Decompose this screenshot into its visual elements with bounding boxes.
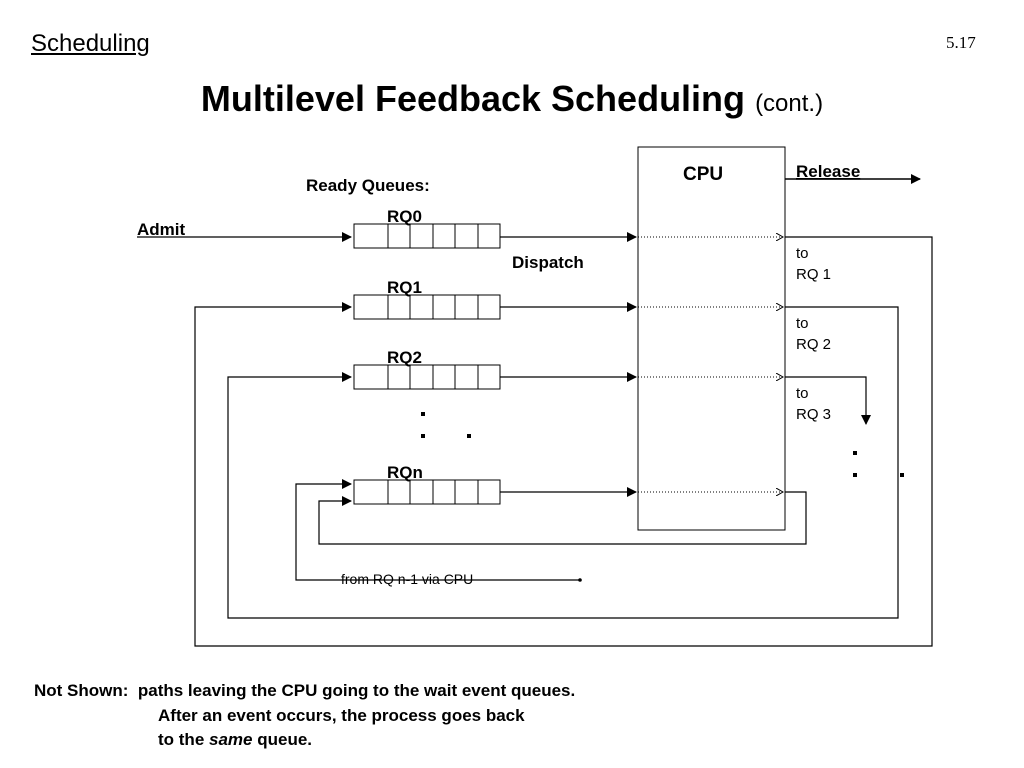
- queue-rq1: [353, 294, 501, 320]
- to-label-2-line1: to: [796, 315, 809, 332]
- feedback-path-rq1-to-rq2: [227, 306, 899, 619]
- title-main: Multilevel Feedback Scheduling: [200, 78, 746, 119]
- footnote-line3-after: queue.: [257, 730, 313, 749]
- footnote-line3: to the same queue.: [158, 730, 312, 750]
- from-label: from RQ n-1 via CPU: [341, 571, 473, 587]
- footnote-line3-before: to the: [158, 730, 205, 749]
- queue-label-rq1: RQ1: [387, 278, 422, 297]
- slide-title: Multilevel Feedback Scheduling (cont.): [0, 78, 1024, 120]
- feedback-path-rqn-to-rqn: [318, 491, 807, 545]
- to-label-1-line1: to: [796, 245, 809, 262]
- ellipsis-dots-queues: [421, 412, 471, 438]
- ready-queues-label: Ready Queues:: [306, 176, 430, 195]
- title-sub: (cont.): [755, 90, 824, 117]
- queue-label-rq2: RQ2: [387, 348, 422, 367]
- footnote-prefix: Not Shown:: [34, 681, 129, 700]
- footnote-line3-em: same: [209, 730, 253, 749]
- feedback-path-rq0-to-rq1: [194, 236, 933, 647]
- admit-label: Admit: [137, 220, 186, 239]
- cpu-dotted-paths: [638, 237, 783, 492]
- path-from-rq-n-1-end: [578, 578, 582, 582]
- ellipsis-dots-right: [853, 451, 904, 477]
- cpu-label: CPU: [683, 164, 723, 185]
- queue-rq2: [353, 364, 501, 390]
- page-number: 5.17: [946, 33, 976, 52]
- footnote-line2: After an event occurs, the process goes …: [158, 706, 525, 725]
- dispatch-label: Dispatch: [512, 253, 584, 272]
- queue-label-rqn: RQn: [387, 463, 423, 482]
- queue-rqn: [353, 479, 501, 505]
- to-label-3-line2: RQ 3: [796, 406, 831, 423]
- cpu-box: [637, 146, 786, 531]
- to-label-3-line1: to: [796, 385, 809, 402]
- queue-rq0: [353, 223, 501, 249]
- footnote-line1: paths leaving the CPU going to the wait …: [137, 681, 576, 700]
- footnote: Not Shown: paths leaving the CPU going t…: [34, 681, 575, 701]
- path-from-rq-n-1: [295, 479, 580, 581]
- queue-label-rq0: RQ0: [387, 207, 422, 226]
- section-title: Scheduling: [31, 30, 150, 57]
- to-label-2-line2: RQ 2: [796, 336, 831, 353]
- release-label: Release: [796, 162, 860, 181]
- to-label-1-line2: RQ 1: [796, 266, 831, 283]
- feedback-path-rq2-to-rq3: [785, 376, 871, 425]
